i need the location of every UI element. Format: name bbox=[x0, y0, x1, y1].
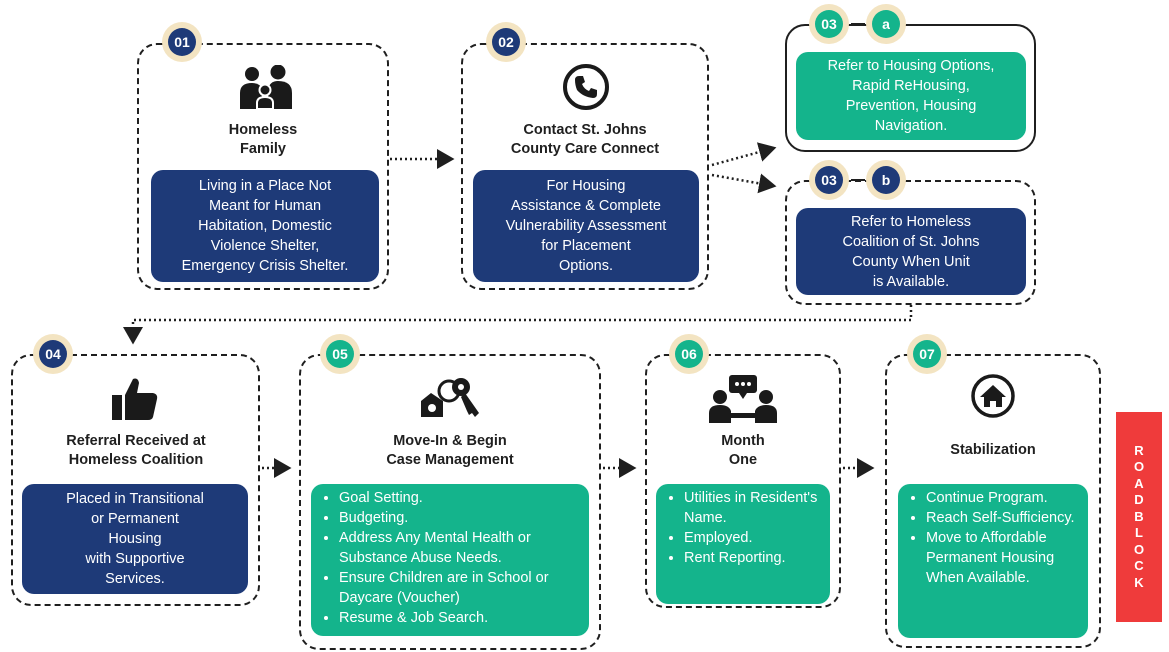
step-05-list: Goal Setting. Budgeting. Address Any Men… bbox=[317, 488, 583, 628]
list-item: Address Any Mental Health or Substance A… bbox=[339, 528, 583, 568]
list-item: Employed. bbox=[684, 528, 824, 548]
step-03a-badge: 03 bbox=[809, 4, 849, 44]
thumbs-up-icon bbox=[112, 378, 158, 420]
list-item: Rent Reporting. bbox=[684, 548, 824, 568]
step-04-title: Referral Received at Homeless Coalition bbox=[66, 433, 206, 468]
list-item: Budgeting. bbox=[339, 508, 583, 528]
step-02-card bbox=[461, 43, 709, 290]
step-07-box: Continue Program. Reach Self-Sufficiency… bbox=[898, 484, 1088, 638]
step-02-badge: 02 bbox=[486, 22, 526, 62]
step-03a-card bbox=[785, 24, 1036, 152]
step-06-box: Utilities in Resident's Name. Employed. … bbox=[656, 484, 830, 604]
step-05-title: Move-In & Begin Case Management bbox=[386, 433, 514, 468]
roadblock-letter: K bbox=[1134, 574, 1144, 590]
keys-icon bbox=[421, 378, 479, 417]
step-02-title: Contact St. Johns County Care Connect bbox=[510, 122, 660, 157]
roadblock-letter: O bbox=[1133, 541, 1145, 557]
step-03b-card bbox=[785, 180, 1036, 305]
step-06-list: Utilities in Resident's Name. Employed. … bbox=[662, 488, 824, 568]
roadblock-letter: O bbox=[1133, 459, 1145, 475]
list-item: Ensure Children are in School or Daycare… bbox=[339, 568, 583, 608]
list-item: Goal Setting. bbox=[339, 488, 583, 508]
step-07-card bbox=[885, 354, 1101, 648]
step-07-list: Continue Program. Reach Self-Sufficiency… bbox=[904, 488, 1082, 588]
roadblock-letter: L bbox=[1135, 525, 1143, 541]
step-07-badge: 07 bbox=[907, 334, 947, 374]
step-04-box: Placed in Transitional or Permanent Hous… bbox=[22, 484, 248, 594]
step-03b-badge-dash bbox=[851, 179, 865, 181]
list-item: Continue Program. bbox=[926, 488, 1082, 508]
step-03a-letter-badge: a bbox=[866, 4, 906, 44]
arrow-03b-to-04 bbox=[123, 305, 913, 345]
step-03a-badge-dash bbox=[851, 23, 865, 25]
roadblock-letter: R bbox=[1134, 442, 1144, 458]
arrow-02-to-03a bbox=[711, 142, 777, 167]
roadblock-letter: A bbox=[1134, 475, 1144, 491]
family-icon bbox=[240, 65, 292, 110]
step-03b-badge: 03 bbox=[809, 160, 849, 200]
step-07-title: Stabilization bbox=[950, 442, 1036, 458]
list-item: Resume & Job Search. bbox=[339, 608, 583, 628]
step-04-badge: 04 bbox=[33, 334, 73, 374]
meeting-icon bbox=[709, 375, 777, 423]
step-06-card bbox=[645, 354, 841, 608]
roadblock-letter: B bbox=[1134, 508, 1144, 524]
step-01-badge: 01 bbox=[162, 22, 202, 62]
step-03b-box: Refer to Homeless Coalition of St. Johns… bbox=[796, 208, 1026, 295]
step-05-badge: 05 bbox=[320, 334, 360, 374]
roadblock-letter: C bbox=[1134, 558, 1144, 574]
step-05-card bbox=[299, 354, 601, 650]
home-icon bbox=[971, 374, 1015, 418]
step-06-title: Month One bbox=[721, 433, 765, 468]
step-03a-box: Refer to Housing Options, Rapid ReHousin… bbox=[796, 52, 1026, 140]
list-item: Reach Self-Sufficiency. bbox=[926, 508, 1082, 528]
step-05-box: Goal Setting. Budgeting. Address Any Men… bbox=[311, 484, 589, 636]
step-02-box: For Housing Assistance & Complete Vulner… bbox=[473, 170, 699, 282]
list-item: Move to Affordable Permanent Housing Whe… bbox=[926, 528, 1082, 588]
roadblock-letter: D bbox=[1134, 492, 1144, 508]
step-03b-letter-badge: b bbox=[866, 160, 906, 200]
step-01-card bbox=[137, 43, 389, 290]
phone-icon bbox=[563, 64, 609, 110]
step-06-badge: 06 bbox=[669, 334, 709, 374]
step-04-card bbox=[11, 354, 260, 606]
step-01-title: Homeless Family bbox=[228, 122, 298, 157]
arrow-02-to-03b bbox=[711, 173, 777, 194]
list-item: Utilities in Resident's Name. bbox=[684, 488, 824, 528]
step-01-box: Living in a Place Not Meant for Human Ha… bbox=[151, 170, 379, 282]
